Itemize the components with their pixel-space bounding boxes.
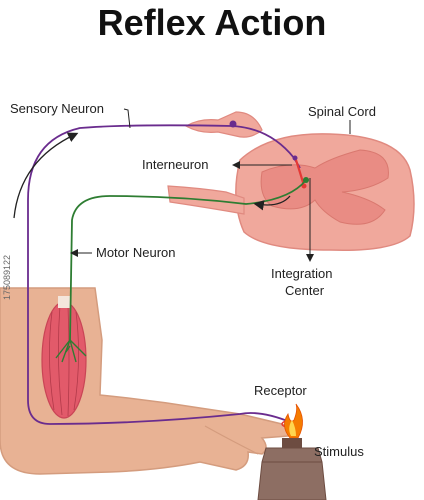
motor-neuron-path xyxy=(69,179,307,341)
ascending-arrow xyxy=(13,132,79,219)
sensory-leader xyxy=(123,108,131,129)
label-receptor: Receptor xyxy=(254,383,307,398)
dorsal-root xyxy=(184,111,263,138)
bicep-muscle xyxy=(41,301,87,419)
motor-cell-body xyxy=(303,177,309,183)
muscle-fiber-lines xyxy=(49,304,79,417)
flame xyxy=(284,403,303,439)
label-interneuron: Interneuron xyxy=(142,157,209,172)
tendon-top xyxy=(58,296,70,308)
label-integration-center-line2: Center xyxy=(285,283,325,298)
label-sensory-neuron: Sensory Neuron xyxy=(10,101,104,116)
label-motor-neuron: Motor Neuron xyxy=(96,245,176,260)
motor-end-plate xyxy=(55,339,87,363)
sensory-cell-body xyxy=(229,120,237,128)
thumb xyxy=(204,425,259,455)
spinal-cord-gray-matter xyxy=(260,149,389,225)
label-integration-center-line1: Integration xyxy=(271,266,333,281)
diagram-title: Reflex Action xyxy=(97,2,327,43)
watermark-id: 175089122 xyxy=(2,254,12,300)
burner-cap xyxy=(282,438,302,448)
label-spinal-cord: Spinal Cord xyxy=(308,104,376,119)
reflex-arrow xyxy=(253,195,291,211)
flame-core xyxy=(289,420,296,436)
sensory-terminal xyxy=(292,155,298,161)
label-stimulus: Stimulus xyxy=(314,444,364,459)
